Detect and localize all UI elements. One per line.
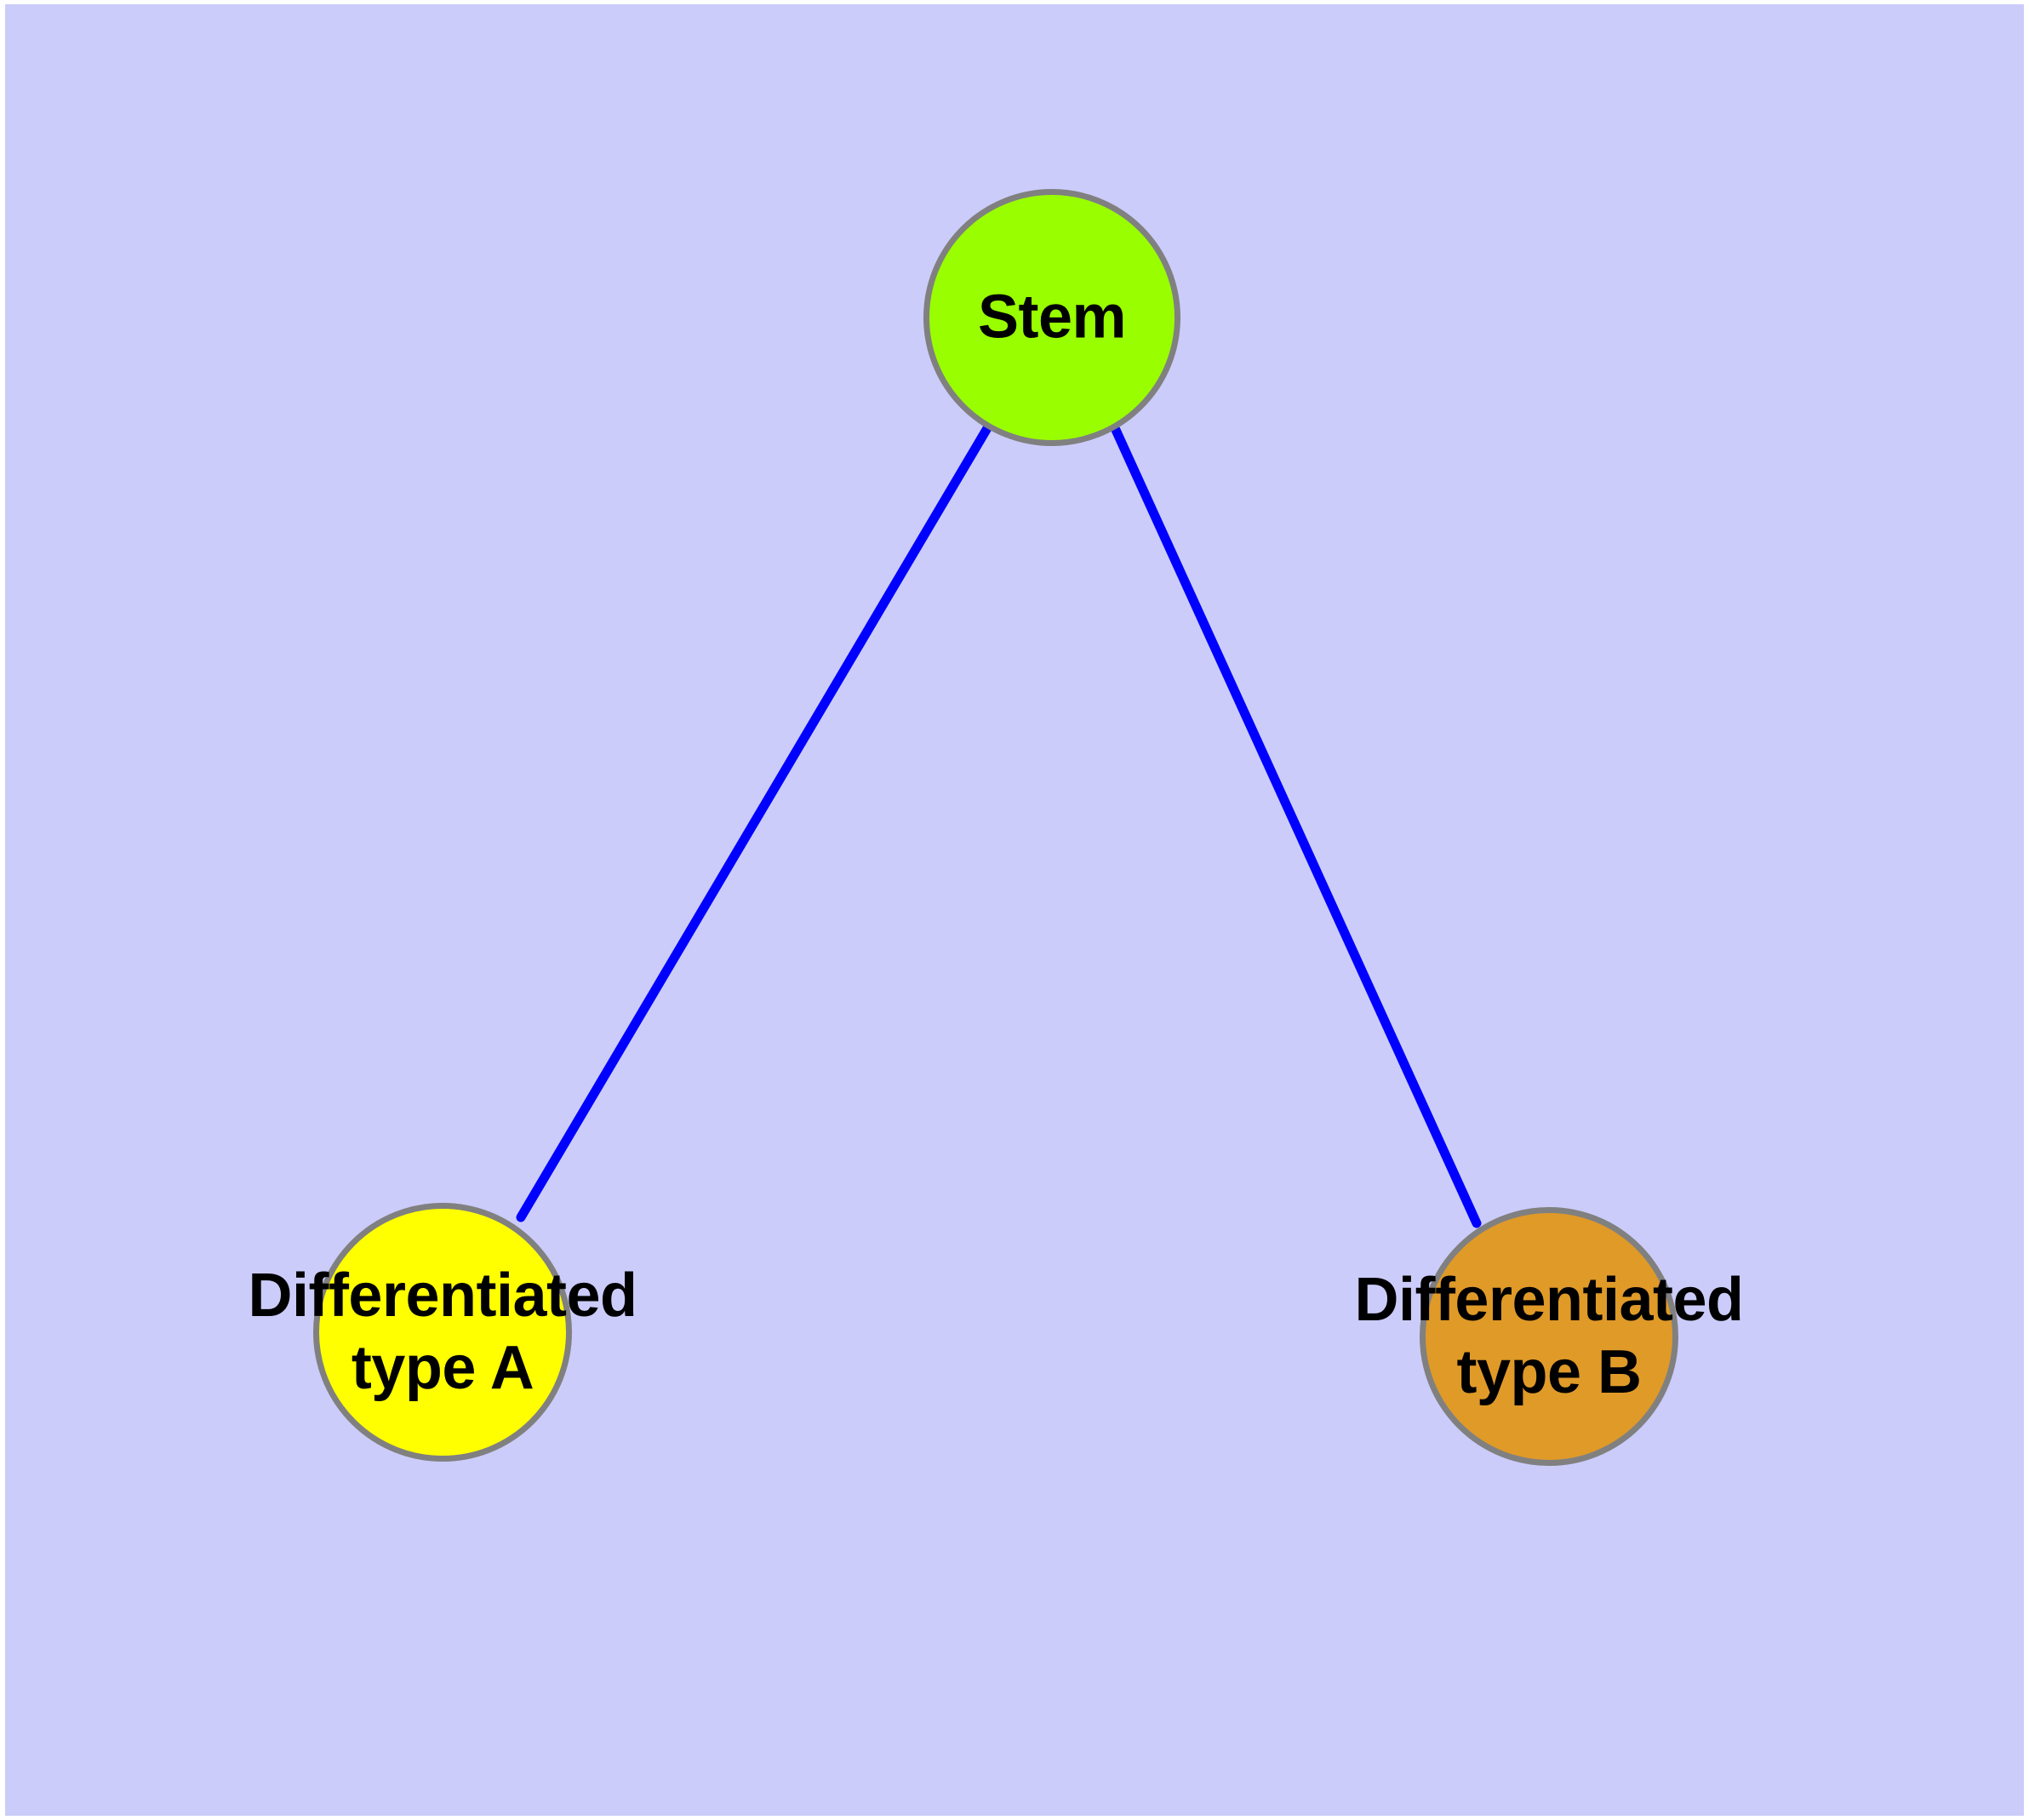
node-differentiated-type-a-circle xyxy=(313,1203,572,1462)
node-differentiated-type-b-circle xyxy=(1420,1207,1678,1466)
node-stem[interactable]: Stem xyxy=(923,189,1180,446)
node-differentiated-type-a[interactable]: Differentiated type A xyxy=(248,1203,637,1462)
node-stem-circle xyxy=(923,189,1180,446)
node-differentiated-type-b[interactable]: Differentiated type B xyxy=(1354,1207,1744,1466)
